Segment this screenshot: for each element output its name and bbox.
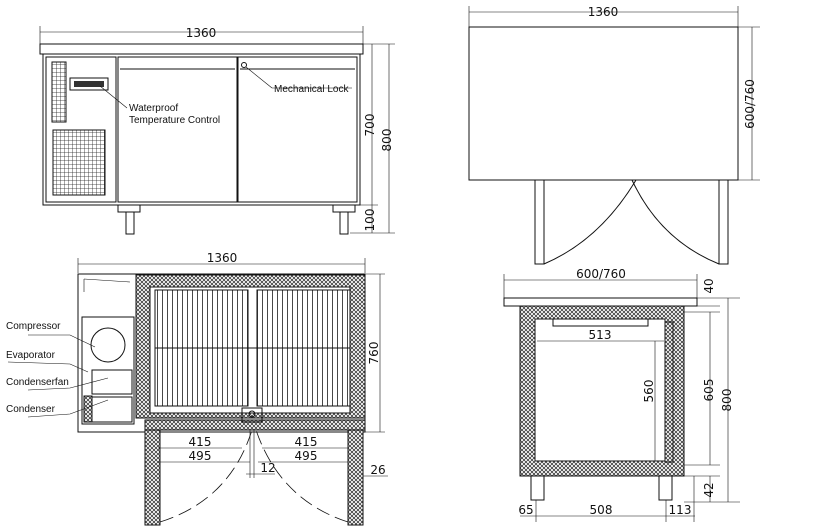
door-height-dim: 605: [702, 379, 716, 402]
control-label-1: Waterproof: [129, 103, 178, 114]
right-door: [237, 56, 358, 203]
inner-right-dim: 415: [295, 435, 318, 449]
front-body-height-dim: 700: [363, 114, 377, 137]
plan-width-dim: 1360: [207, 251, 238, 265]
top-thickness-dim: 40: [702, 278, 716, 293]
outer-right-dim: 495: [295, 449, 318, 463]
outer-left-dim: 495: [189, 449, 212, 463]
condenser-fan-label: Condenserfan: [6, 377, 69, 388]
compressor-label: Compressor: [6, 321, 61, 332]
door-thickness-dim: 26: [370, 463, 385, 477]
gap-dim: 12: [260, 461, 275, 475]
mechanical-lock-label: Mechanical Lock: [274, 84, 349, 95]
leg-span-dim: 508: [590, 503, 613, 517]
condenser-label: Condenser: [6, 404, 56, 415]
side-view: 600/760 513 560 40 605 800 42 65 508 113: [503, 267, 740, 522]
front-offset-dim: 65: [518, 503, 533, 517]
inner-width-dim: 513: [589, 328, 612, 342]
compressor-unit: [90, 327, 126, 363]
leg-height-dim: 42: [702, 482, 716, 497]
front-view: 1360 Mechanical Lock Waterproof Temperat…: [39, 26, 395, 235]
total-height-dim: 800: [720, 389, 734, 412]
top-depth-dim: 600/760: [743, 79, 757, 129]
lock-icon: [241, 62, 247, 68]
left-door: [117, 56, 238, 203]
control-panel: [45, 56, 117, 203]
top-width-dim: 1360: [588, 5, 619, 19]
front-width-dim: 1360: [186, 26, 217, 40]
evaporator-label: Evaporator: [6, 350, 56, 361]
front-total-height-dim: 800: [380, 129, 394, 152]
front-leg-dim: 100: [363, 209, 377, 232]
plan-view: 1360 Compressor Evaporator Condenserfan …: [6, 251, 388, 526]
inner-height-dim: 560: [642, 380, 656, 403]
ventilation-grill: [52, 129, 106, 196]
side-depth-dim: 600/760: [576, 267, 626, 281]
top-view: 1360 600/760: [468, 5, 760, 265]
control-label-2: Temperature Control: [129, 115, 220, 126]
inner-left-dim: 415: [189, 435, 212, 449]
plan-depth-dim: 760: [367, 342, 381, 365]
rear-offset-dim: 113: [669, 503, 692, 517]
